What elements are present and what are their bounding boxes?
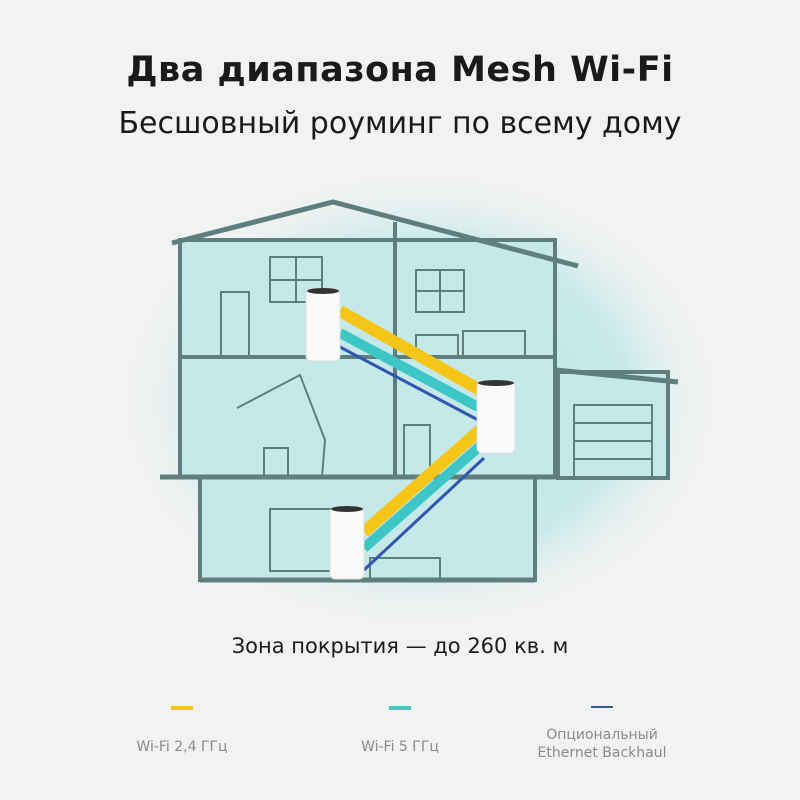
legend-label-line1: Опциональный (546, 727, 658, 743)
wifi-2-4-beam (337, 305, 483, 396)
blue-line-icon (591, 706, 613, 708)
ethernet-beam (339, 345, 481, 423)
legend-label: Wi-Fi 5 ГГц (361, 739, 439, 755)
coverage-text: Зона покрытия — до 260 кв. м (231, 634, 569, 658)
legend-label-line2: Ethernet Backhaul (537, 745, 667, 761)
headline: Два диапазона Mesh Wi-Fi (126, 50, 674, 90)
legend-label: Wi-Fi 2,4 ГГц (136, 739, 228, 755)
legend-label: Опциональный Ethernet Backhaul (502, 726, 702, 762)
wifi-5-beam (360, 442, 484, 552)
legend-wifi-2-4: Wi-Fi 2,4 ГГц (82, 700, 282, 756)
wifi-5-beam (337, 328, 483, 413)
legend-wifi-5: Wi-Fi 5 ГГц (300, 700, 500, 756)
cyan-line-icon (389, 706, 411, 710)
wifi-2-4-beam (360, 425, 484, 537)
subheadline: Бесшовный роуминг по всему дому (118, 106, 682, 141)
mesh-routers (305, 288, 516, 580)
ethernet-beam (362, 456, 486, 572)
router-icon (329, 506, 365, 580)
yellow-line-icon (171, 706, 193, 710)
signal-beams (337, 305, 486, 572)
legend-ethernet: Опциональный Ethernet Backhaul (502, 700, 702, 762)
router-icon (305, 288, 341, 362)
router-icon (476, 380, 516, 454)
